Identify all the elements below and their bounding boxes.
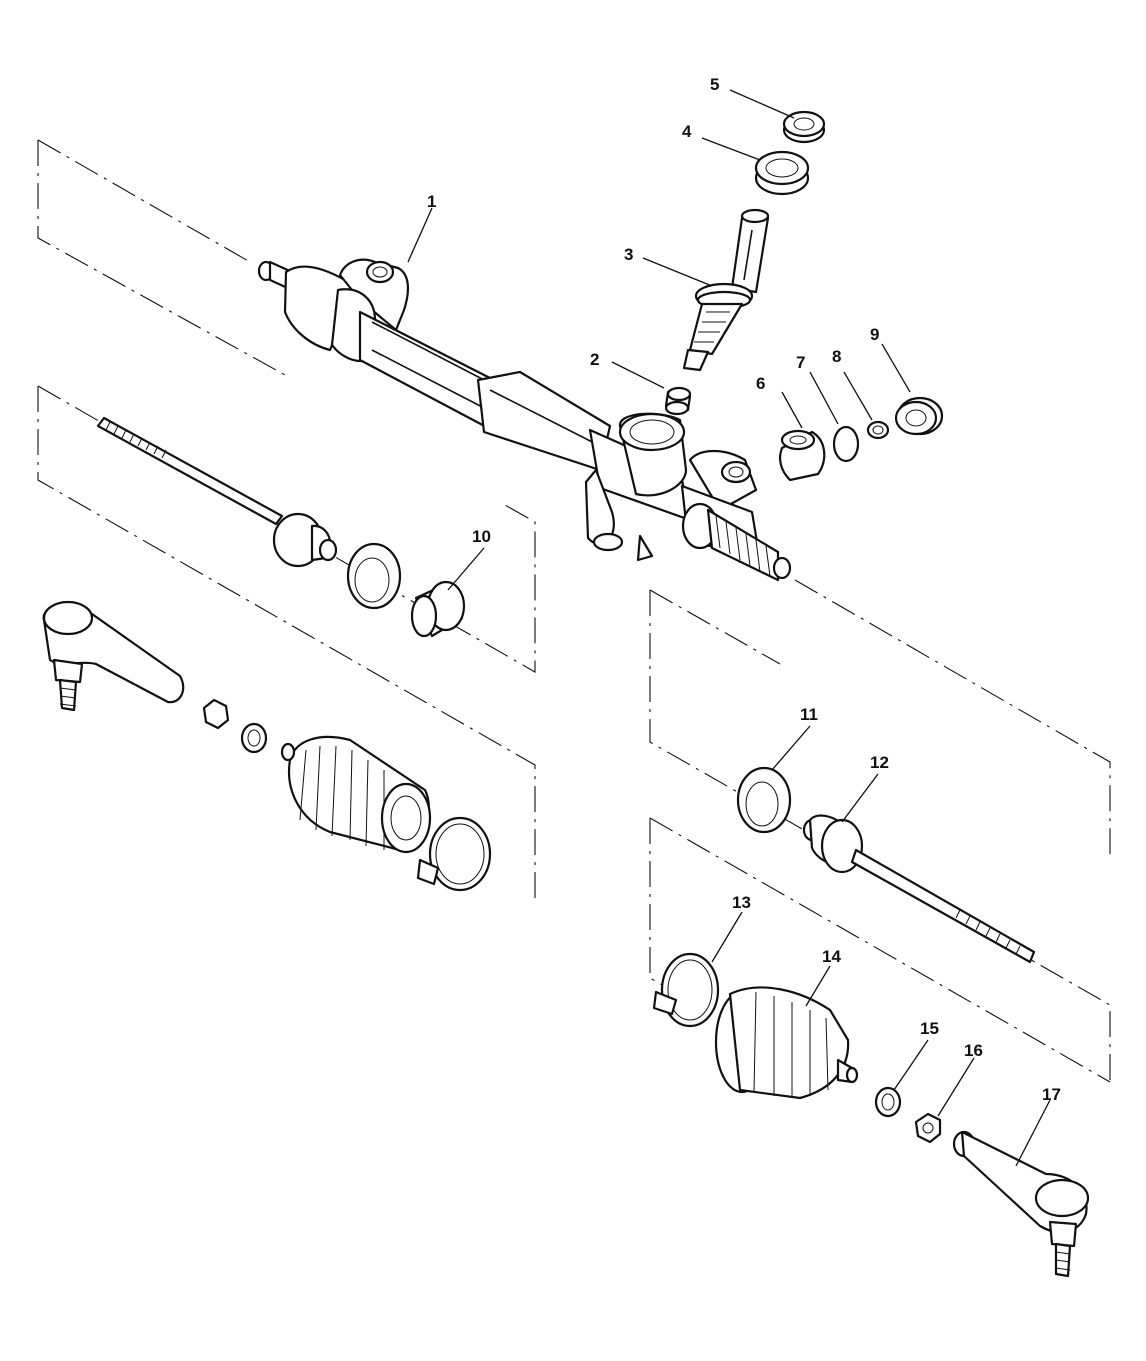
callout-11: 11	[800, 705, 818, 724]
pinion-seal	[754, 150, 810, 196]
rack-housing	[257, 258, 792, 582]
leader-lines	[407, 89, 1051, 1167]
tie-rod-end-left	[42, 600, 185, 712]
o-ring	[832, 425, 860, 463]
jam-nut-left	[202, 698, 230, 730]
callout-16: 16	[964, 1041, 983, 1060]
callout-1: 1	[427, 192, 436, 211]
callout-8: 8	[832, 347, 841, 366]
callout-13: 13	[732, 893, 751, 912]
callout-9: 9	[870, 325, 879, 344]
phantom-box-right-inner	[649, 589, 1111, 1083]
boot-clamp-left	[416, 816, 492, 892]
rack-ring-left	[346, 542, 402, 610]
small-clamp-right	[874, 1086, 902, 1118]
callout-6: 6	[756, 374, 765, 393]
callout-2: 2	[590, 350, 599, 369]
boot-left	[280, 735, 432, 854]
inner-tie-rod-left	[96, 416, 338, 568]
rack-sleeve	[410, 580, 466, 638]
rack-ring-right	[736, 766, 792, 834]
boot-clamp-right	[652, 952, 720, 1028]
adjuster-plug	[894, 396, 944, 436]
small-clamp-left	[240, 722, 268, 754]
callout-17: 17	[1042, 1085, 1061, 1104]
phantom-box-left-inner	[37, 385, 536, 898]
inner-tie-rod-right	[802, 814, 1036, 964]
callout-12: 12	[870, 753, 889, 772]
jam-nut-right	[914, 1112, 942, 1144]
tie-rod-end-right	[952, 1130, 1090, 1278]
callout-14: 14	[822, 947, 841, 966]
callout-10: 10	[472, 527, 491, 546]
pinion-bushing	[664, 386, 692, 416]
yoke-spring	[866, 420, 890, 440]
callout-5: 5	[710, 75, 719, 94]
callout-4: 4	[682, 122, 692, 141]
callout-labels: 1 2 3 4 5 6 7 8 9 10 11 12 13 14 15 16 1…	[427, 75, 1061, 1104]
phantom-box-main	[37, 139, 1111, 858]
callout-7: 7	[796, 353, 805, 372]
pinion-shaft	[682, 208, 770, 372]
rack-bearing	[779, 429, 826, 482]
boot-right	[714, 986, 859, 1100]
callout-3: 3	[624, 245, 633, 264]
callout-15: 15	[920, 1019, 939, 1038]
